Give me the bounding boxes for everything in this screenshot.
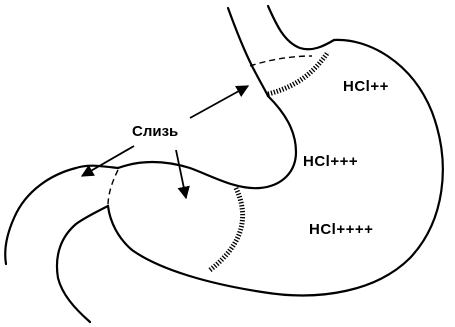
arrow-to-antrum xyxy=(176,150,186,198)
duodenum-outer-wall xyxy=(5,166,118,264)
hcl-fundus-label: HCl++ xyxy=(343,79,389,94)
hcl-antrum-label: HCl++++ xyxy=(309,222,373,237)
lesser-curvature xyxy=(118,96,296,188)
cardia-junction-line xyxy=(250,56,312,66)
hcl-body-label: HCl+++ xyxy=(303,154,358,169)
greater-curvature xyxy=(108,40,443,296)
duodenum-inner-wall xyxy=(57,206,108,322)
arrow-to-pylorus xyxy=(82,146,134,176)
esophagus-right-wall xyxy=(268,6,334,49)
esophagus-left-wall xyxy=(228,8,268,96)
mucus-label: Слизь xyxy=(132,124,178,139)
fundus-zone-boundary xyxy=(268,52,328,94)
pylorus-junction-line xyxy=(108,170,118,206)
antrum-zone-boundary xyxy=(210,188,243,270)
arrow-to-cardia xyxy=(190,86,248,118)
